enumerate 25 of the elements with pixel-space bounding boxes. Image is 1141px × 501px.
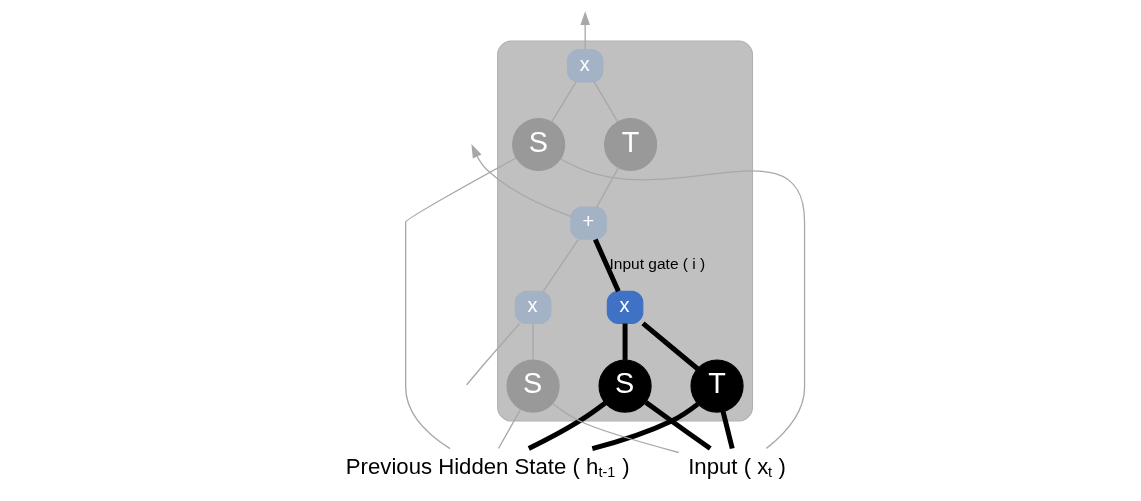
connector — [551, 81, 577, 123]
connector — [591, 402, 700, 451]
node-circle: S — [598, 359, 652, 413]
connector — [720, 410, 735, 450]
node-circle: T — [690, 359, 744, 413]
connector — [593, 238, 621, 293]
node-circle: S — [512, 117, 566, 172]
connector — [596, 167, 620, 208]
connector — [644, 400, 712, 451]
connector — [542, 238, 579, 292]
connector — [560, 158, 806, 450]
cluster — [497, 40, 754, 422]
arrow — [471, 144, 572, 217]
connector — [466, 323, 521, 386]
connector — [593, 81, 619, 123]
connector — [405, 157, 517, 450]
connector — [622, 323, 628, 360]
connector — [641, 321, 700, 371]
connector — [527, 401, 607, 451]
arrow — [580, 11, 590, 51]
connector — [551, 402, 680, 454]
node-circle: S — [506, 359, 560, 413]
node-circle: T — [604, 117, 658, 172]
edge-label: Input gate ( i ) — [609, 255, 706, 273]
connector — [497, 408, 522, 450]
